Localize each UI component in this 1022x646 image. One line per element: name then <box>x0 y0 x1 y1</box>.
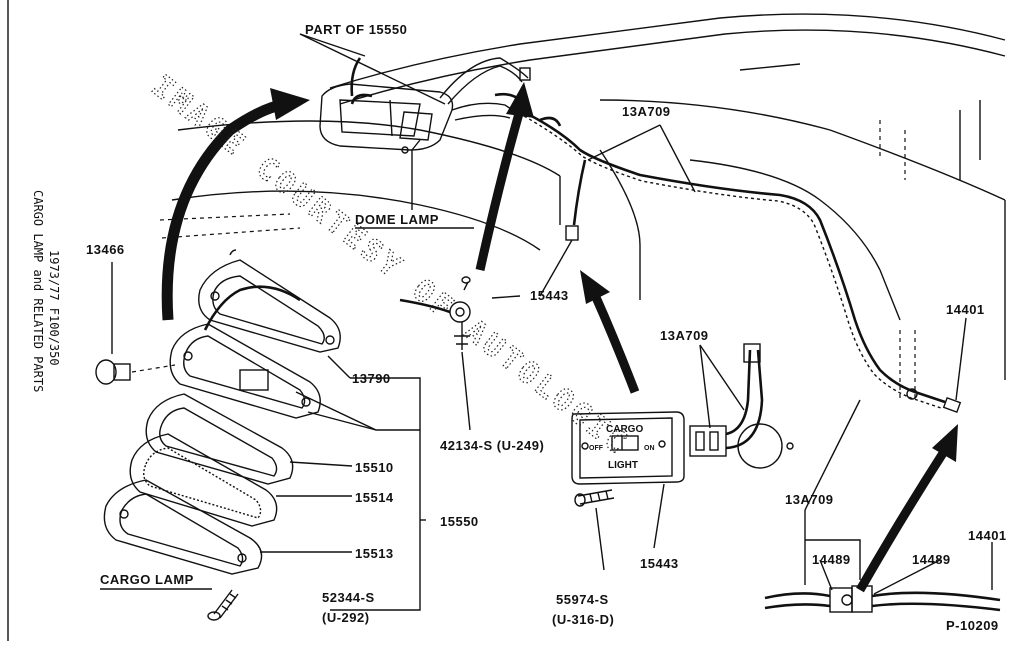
side-title-line1: CARGO LAMP and RELATED PARTS <box>31 190 45 392</box>
label-15443-upper: 15443 <box>530 288 569 303</box>
label-13466: 13466 <box>86 242 125 257</box>
connectors-14489 <box>764 585 1001 613</box>
label-52344-s: 52344-S <box>322 590 375 605</box>
cargo-switch-panel <box>571 343 794 507</box>
connector-15443-upper <box>565 225 579 241</box>
watermark-text: IMAGE COURTESY OF AUTOLOGIC <box>145 69 636 463</box>
lamp-housing-13790 <box>198 249 341 353</box>
label-55974-code: (U-316-D) <box>552 612 614 627</box>
label-15514: 15514 <box>355 490 394 505</box>
lamp-frame-15510 <box>145 393 294 485</box>
ground-wire-42134 <box>399 276 471 431</box>
dome-lamp-assembly <box>299 33 531 154</box>
switch-label-on: ON <box>644 445 655 452</box>
lamp-bezel-15513 <box>103 479 263 575</box>
cargo-lamp-stack <box>95 249 341 621</box>
label-dome-lamp: DOME LAMP <box>355 212 439 227</box>
label-15550: 15550 <box>440 514 479 529</box>
side-title: CARGO LAMP and RELATED PARTS 1973/77 F10… <box>31 190 61 392</box>
label-14401-lower: 14401 <box>968 528 1007 543</box>
label-14489-left: 14489 <box>812 552 851 567</box>
leader-lines <box>260 124 993 611</box>
label-15513: 15513 <box>355 546 394 561</box>
label-14401-upper: 14401 <box>946 302 985 317</box>
label-figure-id: P-10209 <box>946 618 999 633</box>
screw-52344-s <box>207 589 239 621</box>
lamp-lens-15514 <box>129 433 278 527</box>
label-cargo-lamp: CARGO LAMP <box>100 572 194 587</box>
label-52344-code: (U-292) <box>322 610 370 625</box>
label-13a709-switch: 13A709 <box>660 328 709 343</box>
assembly-arrows <box>161 82 958 593</box>
bulb-13466 <box>95 262 176 385</box>
label-14489-right: 14489 <box>912 552 951 567</box>
label-15510: 15510 <box>355 460 394 475</box>
switch-label-cargo: CARGO <box>606 424 643 435</box>
label-42134-s: 42134-S (U-249) <box>440 438 544 453</box>
label-15443-lower: 15443 <box>640 556 679 571</box>
label-13790: 13790 <box>352 371 391 386</box>
label-part-of-15550: PART OF 15550 <box>305 22 407 37</box>
label-55974-s: 55974-S <box>556 592 609 607</box>
label-13a709-lower: 13A709 <box>785 492 834 507</box>
side-title-line2: 1973/77 F100/350 <box>47 250 61 366</box>
switch-label-off: OFF <box>589 445 604 452</box>
switch-label-light: LIGHT <box>608 460 638 471</box>
label-13a709-top: 13A709 <box>622 104 671 119</box>
lamp-socket-13790 <box>169 285 321 419</box>
